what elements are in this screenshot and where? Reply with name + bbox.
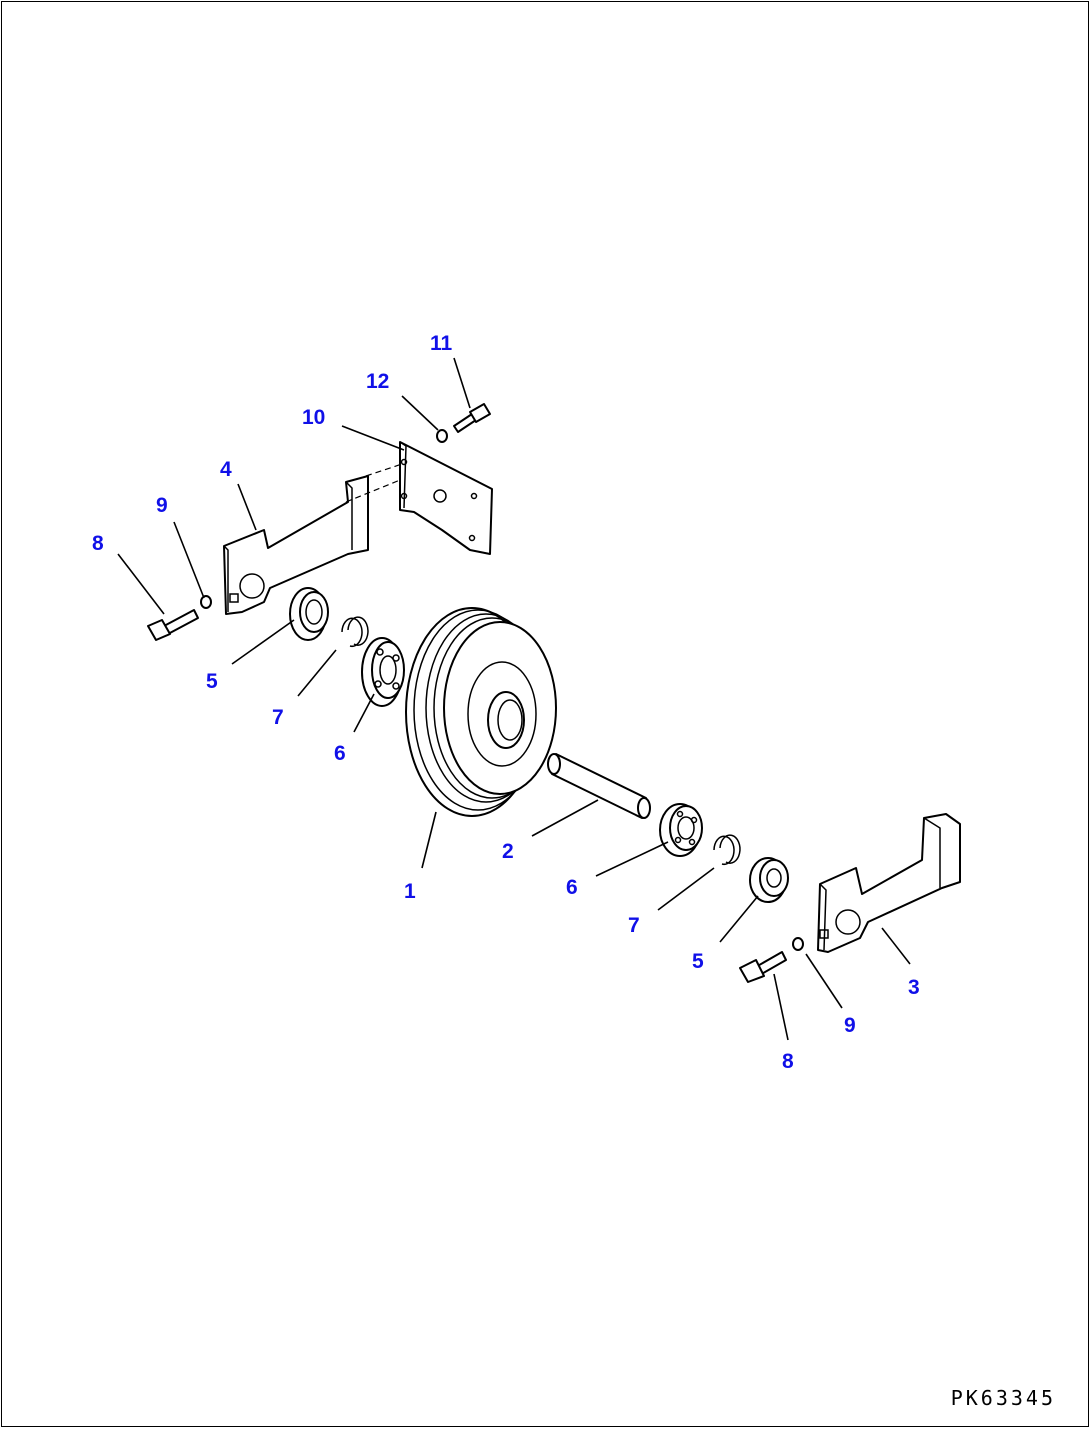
part-8-bolt-right [739, 951, 787, 983]
part-5-seal-left [289, 587, 329, 641]
part-1-idler-wheel [405, 607, 557, 817]
callout-2: 2 [502, 840, 514, 863]
part-11-bolt [453, 403, 491, 433]
leader-lines [117, 357, 911, 1041]
part-7-snap-ring-right [713, 834, 741, 866]
part-4-left-arm [223, 475, 369, 615]
part-10-plate [399, 441, 493, 555]
callout-6-left: 6 [334, 742, 346, 765]
part-5-seal-right [749, 857, 789, 903]
callout-5-right: 5 [692, 950, 704, 973]
callout-1: 1 [404, 880, 416, 903]
callout-11: 11 [430, 332, 453, 355]
part-8-bolt-left [147, 609, 199, 641]
callout-10: 10 [302, 406, 325, 429]
part-9-washer-left [200, 595, 212, 609]
callout-3: 3 [908, 976, 920, 999]
callout-9-right: 9 [844, 1014, 856, 1037]
callout-12: 12 [366, 370, 389, 393]
part-9-washer-right [792, 937, 804, 951]
callout-labels: 11 12 10 4 9 8 5 7 6 1 2 6 7 5 3 9 8 [92, 332, 920, 1073]
callout-5-left: 5 [206, 670, 218, 693]
callout-8-left: 8 [92, 532, 104, 555]
part-6-bearing-left [361, 637, 405, 707]
part-6-bearing-right [659, 803, 703, 857]
drawing-reference-code: PK63345 [950, 1386, 1056, 1410]
callout-7-right: 7 [628, 914, 640, 937]
callout-4: 4 [220, 458, 232, 481]
callout-8-right: 8 [782, 1050, 794, 1073]
callout-6-right: 6 [566, 876, 578, 899]
part-3-right-arm [817, 813, 961, 953]
part-2-shaft [547, 753, 651, 819]
callout-9-left: 9 [156, 494, 168, 517]
part-12-washer [436, 429, 448, 443]
callout-7-left: 7 [272, 706, 284, 729]
part-7-snap-ring-left [341, 616, 369, 648]
